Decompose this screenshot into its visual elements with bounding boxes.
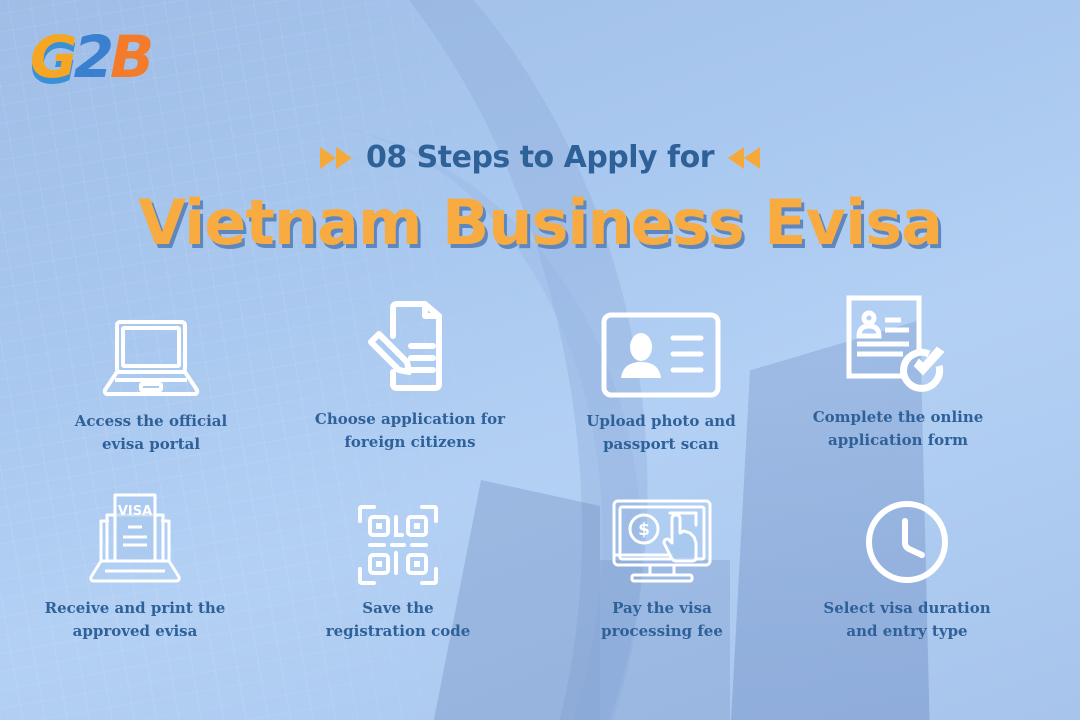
document-pen-icon — [365, 296, 455, 396]
payment-monitor-icon: $ — [612, 485, 712, 585]
clock-icon — [864, 485, 950, 585]
step-2: Choose application for foreign citizens — [300, 296, 520, 454]
step-7: $ Pay the visa processing fee — [552, 485, 772, 643]
id-card-icon — [601, 298, 721, 398]
step-1: Access the official evisa portal — [41, 298, 261, 456]
page-title: Vietnam Business Evisa — [138, 186, 943, 259]
step-label-line: application form — [828, 431, 968, 449]
step-label: Receive and print the approved evisa — [45, 597, 226, 643]
logo-digit-2: 2 — [73, 23, 114, 91]
fast-forward-icon — [319, 146, 352, 169]
step-label-line: processing fee — [601, 622, 723, 640]
step-label: Select visa duration and entry type — [823, 597, 990, 643]
step-label-line: Complete the online — [812, 408, 984, 426]
dollar-symbol: $ — [638, 520, 650, 540]
step-label-line: approved evisa — [72, 622, 198, 640]
step-8: Select visa duration and entry type — [797, 485, 1017, 643]
step-label-line: and entry type — [846, 622, 968, 640]
step-label: Upload photo and passport scan — [586, 410, 735, 456]
step-label-line: evisa portal — [101, 435, 201, 453]
step-label: Pay the visa processing fee — [601, 597, 723, 643]
rewind-icon — [728, 146, 761, 169]
step-label-line: Upload photo and — [586, 412, 736, 430]
skyscraper — [730, 320, 930, 720]
step-label-line: Select visa duration — [823, 599, 991, 617]
g2b-logo: G2B — [30, 28, 154, 86]
visa-print-icon: VISA — [87, 485, 183, 585]
step-label: Access the official evisa portal — [75, 410, 227, 456]
visa-badge-text: VISA — [118, 504, 152, 519]
laptop-icon — [101, 298, 201, 398]
step-5: VISA Receive and print the approved evis… — [25, 485, 245, 643]
step-label-line: Access the official — [74, 412, 228, 430]
step-label-line: Pay the visa — [612, 599, 712, 617]
building-grid-texture — [0, 0, 560, 720]
step-label-line: Receive and print the — [44, 599, 226, 617]
step-label-line: Save the — [362, 599, 434, 617]
skyscraper — [600, 560, 730, 720]
subtitle-row: 08 Steps to Apply for — [0, 140, 1080, 175]
step-label-line: foreign citizens — [344, 433, 476, 451]
step-label: Choose application for foreign citizens — [315, 408, 505, 454]
step-4: Complete the online application form — [788, 294, 1008, 452]
step-label-line: passport scan — [603, 435, 719, 453]
step-label: Complete the online application form — [813, 406, 984, 452]
logo-letter-g: G — [30, 23, 78, 91]
logo-letter-b: B — [109, 23, 154, 91]
step-label-line: registration code — [325, 622, 471, 640]
step-label: Save the registration code — [326, 597, 471, 643]
qr-code-icon — [358, 485, 438, 585]
step-6: Save the registration code — [288, 485, 508, 643]
form-check-icon — [843, 294, 953, 394]
step-label-line: Choose application for — [314, 410, 506, 428]
subtitle: 08 Steps to Apply for — [365, 140, 715, 175]
step-3: Upload photo and passport scan — [551, 298, 771, 456]
